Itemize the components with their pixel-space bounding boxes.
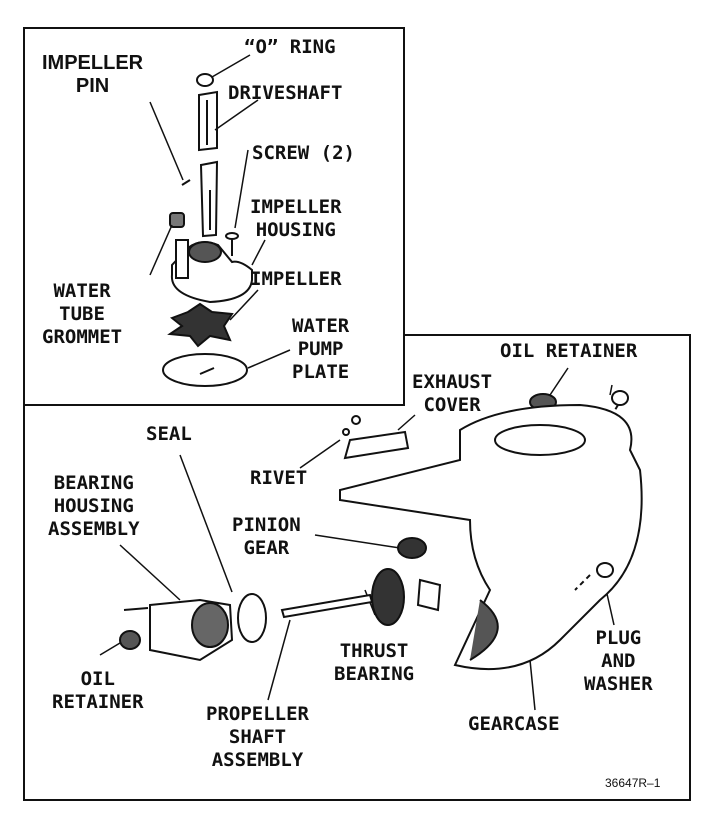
- label-rivet: RIVET: [250, 467, 308, 489]
- figure-number: 36647R–1: [605, 776, 661, 790]
- plug-and-washer-part: [574, 562, 614, 591]
- water-pump-plate-part: [162, 353, 248, 387]
- impeller-pin-part: [181, 179, 191, 186]
- label-impeller: IMPELLER: [250, 268, 342, 290]
- driveshaft-part: [198, 90, 219, 238]
- bearing-housing-part: [123, 598, 234, 662]
- impeller-part: [167, 302, 234, 348]
- label-screw: SCREW (2): [252, 142, 355, 164]
- propeller-shaft-part: [280, 568, 405, 626]
- label-driveshaft: DRIVESHAFT: [228, 82, 343, 104]
- o-ring-part: [196, 73, 214, 87]
- pinion-gear-part: [397, 537, 427, 559]
- exhaust-cover-part: [343, 430, 410, 460]
- label-gearcase: GEARCASE: [468, 713, 560, 735]
- label-o-ring: “O” RING: [244, 36, 336, 58]
- thrust-bearing-part: [416, 578, 442, 612]
- label-seal: SEAL: [146, 423, 192, 445]
- grommet-part: [169, 212, 185, 228]
- frames: [23, 27, 691, 801]
- gearcase-part: [339, 403, 643, 671]
- leader-lines: [99, 54, 615, 711]
- impeller-housing-part: [170, 239, 253, 304]
- seal-part: [237, 593, 267, 643]
- label-oil-retainer-top: OIL RETAINER: [500, 340, 638, 362]
- oil-retainer-bottom-part: [119, 630, 141, 650]
- rivet-part: [342, 415, 361, 436]
- screw-part: [225, 232, 239, 256]
